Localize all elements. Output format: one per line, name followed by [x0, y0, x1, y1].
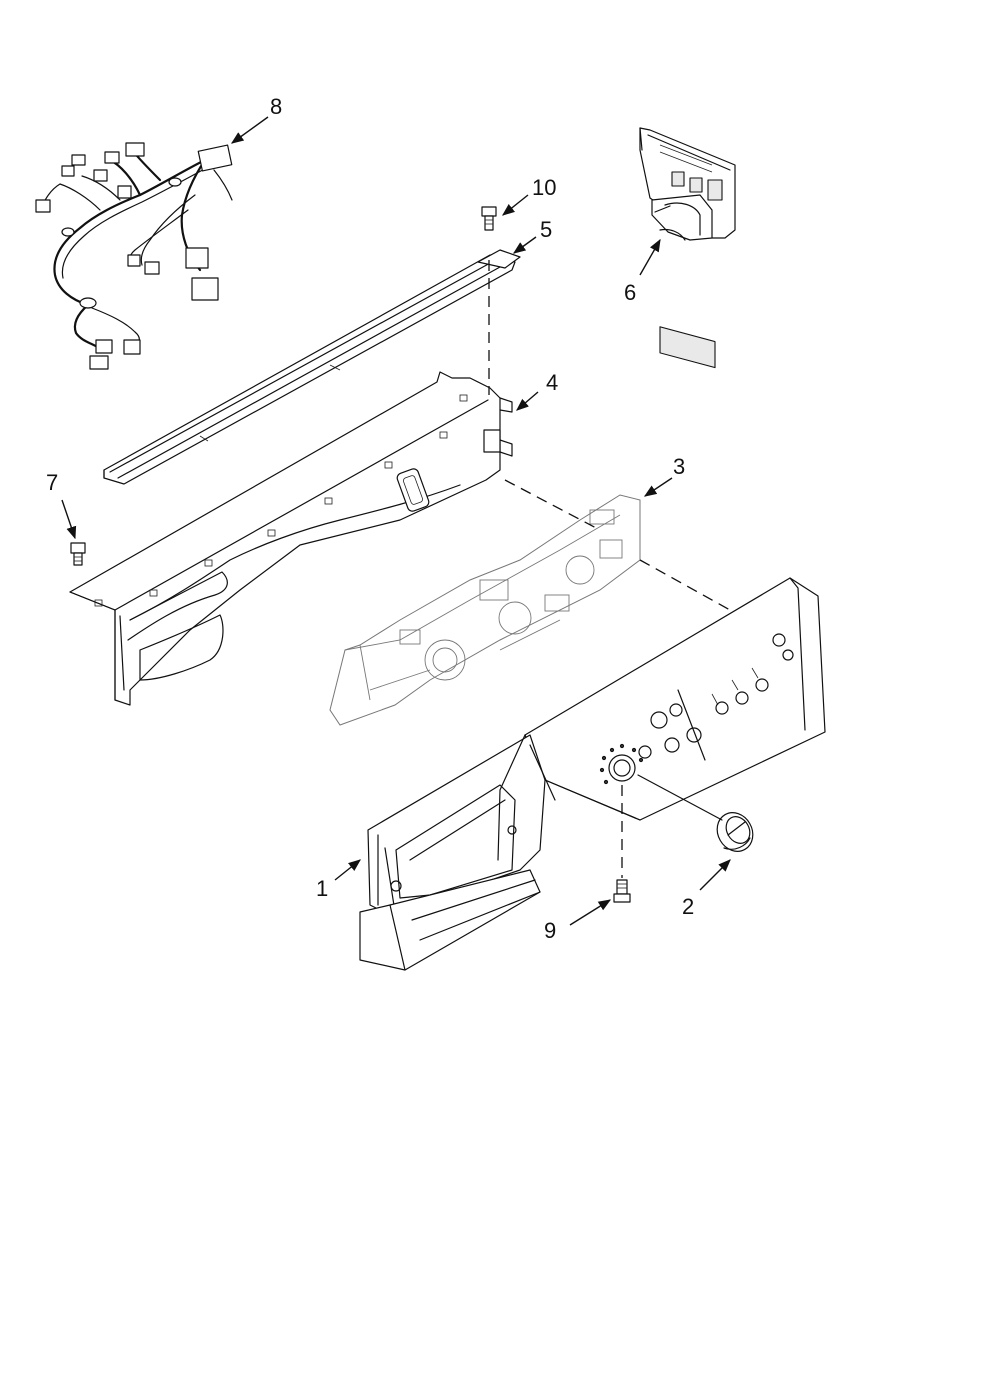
- callout-7: 7: [46, 470, 58, 495]
- callout-6: 6: [624, 280, 636, 305]
- callout-5: 5: [540, 217, 552, 242]
- alignment-lines: [488, 260, 731, 878]
- control-module: [329, 494, 641, 726]
- mounting-bracket: [69, 371, 513, 706]
- wire-harness: [35, 142, 233, 370]
- callout-9: 9: [544, 918, 556, 943]
- callout-arrows: [61, 116, 731, 926]
- console-panel: [359, 577, 826, 971]
- callout-1: 1: [316, 876, 328, 901]
- screw-10: [481, 206, 497, 231]
- knob: [716, 812, 754, 852]
- callout-4: 4: [546, 370, 558, 395]
- screw-7: [70, 542, 86, 566]
- electronic-control-board: [639, 127, 736, 369]
- callout-3: 3: [673, 454, 685, 479]
- rail-channel: [103, 249, 521, 485]
- screw-9: [613, 879, 631, 903]
- callout-10: 10: [532, 175, 556, 200]
- callout-2: 2: [682, 894, 694, 919]
- callout-8: 8: [270, 94, 282, 119]
